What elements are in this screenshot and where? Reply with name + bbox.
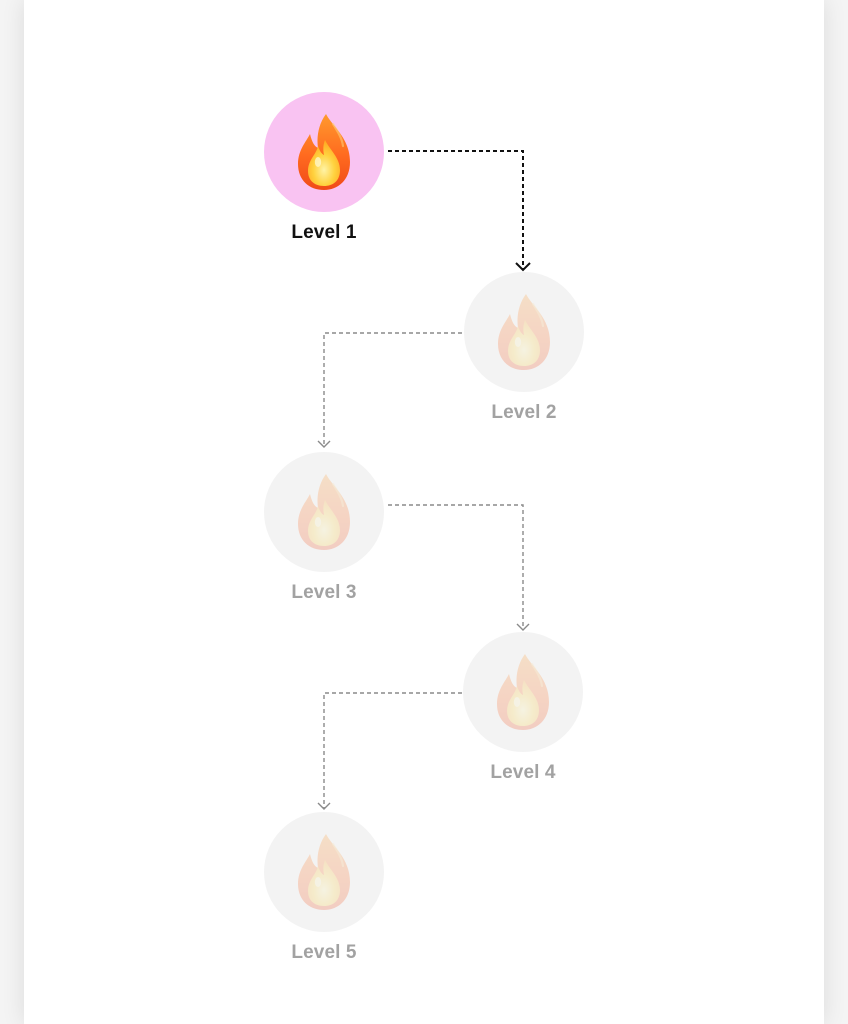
fire-icon <box>495 652 551 732</box>
level-label: Level 5 <box>291 942 357 963</box>
level-badge[interactable] <box>264 812 384 932</box>
level-badge[interactable] <box>464 272 584 392</box>
level-path-card <box>24 0 824 1024</box>
fire-icon <box>496 292 552 372</box>
level-label: Level 4 <box>490 762 556 783</box>
level-node-2[interactable]: Level 2 <box>444 272 604 432</box>
fire-icon <box>296 112 352 192</box>
level-badge[interactable] <box>463 632 583 752</box>
fire-icon <box>296 472 352 552</box>
level-node-1[interactable]: Level 1 <box>244 92 404 252</box>
level-label: Level 2 <box>491 402 557 423</box>
level-badge[interactable] <box>264 92 384 212</box>
fire-icon <box>296 832 352 912</box>
level-label: Level 1 <box>291 222 357 243</box>
level-node-4[interactable]: Level 4 <box>443 632 603 792</box>
level-node-5[interactable]: Level 5 <box>244 812 404 972</box>
level-node-3[interactable]: Level 3 <box>244 452 404 612</box>
level-badge[interactable] <box>264 452 384 572</box>
level-label: Level 3 <box>291 582 357 603</box>
